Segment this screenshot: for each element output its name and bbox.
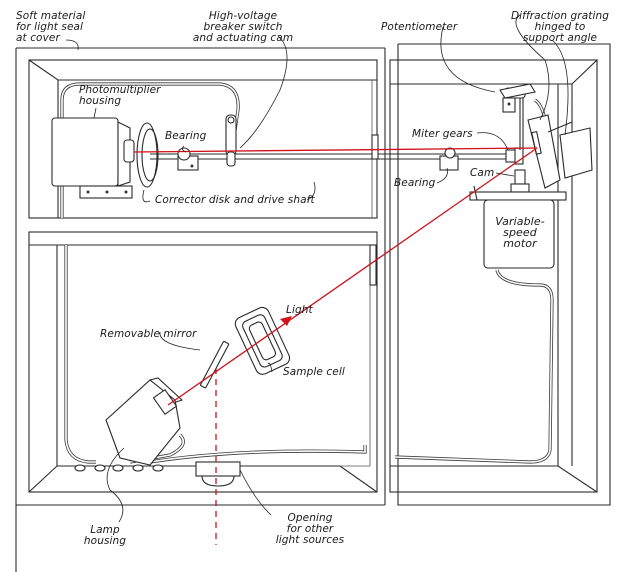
label-high-voltage-switch: High-voltage breaker switch and actuatin… xyxy=(192,10,294,44)
removable-mirror xyxy=(200,340,230,389)
label-light: Light xyxy=(286,304,313,316)
wire-bundles xyxy=(60,82,554,464)
label-corrector-disk: Corrector disk and drive shaft xyxy=(155,194,315,206)
bearing-right xyxy=(439,147,459,171)
label-sample-cell: Sample cell xyxy=(283,366,345,378)
label-opening: Opening for other light sources xyxy=(275,512,345,546)
corrector-disk xyxy=(136,122,159,188)
outer-cabinet xyxy=(15,43,611,572)
label-diffraction-grating: Diffraction grating hinged to support an… xyxy=(510,10,610,44)
beam-diagonal xyxy=(167,147,538,406)
potentiometer xyxy=(499,83,536,150)
variable-speed-motor xyxy=(469,185,567,269)
beam-arrowhead xyxy=(280,316,292,326)
light-beam xyxy=(133,147,538,545)
leader-lines xyxy=(65,14,569,523)
diffraction-grating xyxy=(527,114,593,189)
label-photomultiplier-housing: Photomultiplier housing xyxy=(79,84,161,107)
label-bearing-left: Bearing xyxy=(165,130,207,142)
label-miter-gears: Miter gears xyxy=(412,128,473,140)
miter-gears xyxy=(505,147,524,165)
photomultiplier-housing xyxy=(51,117,135,199)
connector-nubs xyxy=(74,464,164,472)
cam xyxy=(510,169,530,193)
opening-port xyxy=(195,461,241,487)
bulkhead-bracket xyxy=(369,244,377,286)
label-lamp-housing: Lamp housing xyxy=(83,524,127,547)
label-bearing-right: Bearing xyxy=(394,177,436,189)
breaker-switch xyxy=(225,114,237,167)
bulkhead-bracket xyxy=(371,134,379,160)
label-variable-speed-motor: Variable- speed motor xyxy=(495,215,545,250)
label-cam: Cam xyxy=(470,167,495,179)
beam-upper xyxy=(133,147,538,153)
drive-shaft xyxy=(150,153,514,160)
label-potentiometer: Potentiometer xyxy=(381,21,458,33)
label-removable-mirror: Removable mirror xyxy=(100,328,197,340)
lower-left-compartment xyxy=(28,231,378,493)
lamp-housing xyxy=(105,377,184,466)
label-soft-material: Soft material for light seal at cover xyxy=(16,10,86,44)
